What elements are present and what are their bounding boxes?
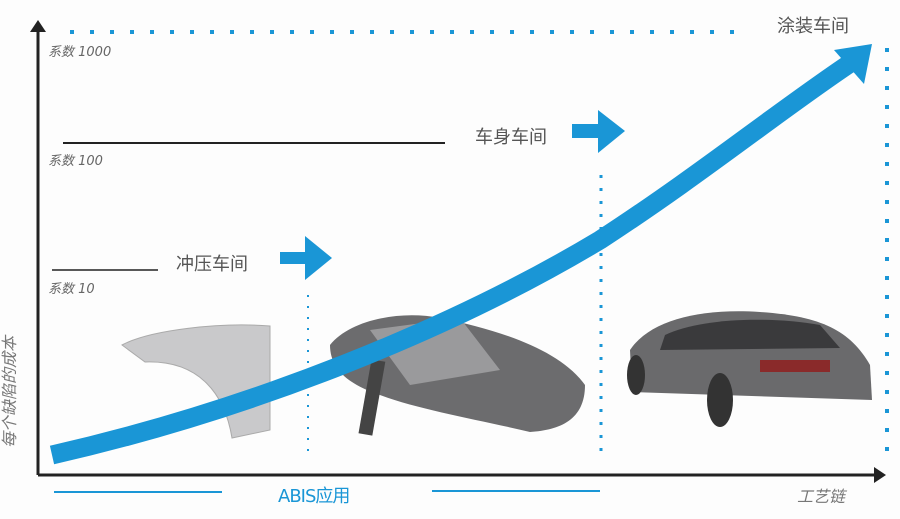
abis-label: ABIS应用 [278,486,350,507]
body-arrow-icon [572,110,625,153]
coefficient-100-label: 系数 100 [48,154,103,169]
y-axis-arrow-icon [30,20,46,32]
cost-curve-arrow-icon [834,44,872,84]
coefficient-1000-label: 系数 1000 [48,45,112,60]
stamping-shop-label: 冲压车间 [176,254,248,275]
x-axis-arrow-icon [874,467,886,483]
paint-shop-label: 涂装车间 [777,16,849,37]
coefficient-10-label: 系数 10 [48,282,95,297]
finished-car-image [627,311,872,427]
x-axis-label: 工艺链 [797,487,846,506]
body-shop-label: 车身车间 [475,127,547,148]
cost-curve [49,54,858,465]
y-axis-label: 每个缺陷的成本 [0,335,20,449]
body-in-white-image [330,315,585,436]
stamping-arrow-icon [280,236,332,280]
